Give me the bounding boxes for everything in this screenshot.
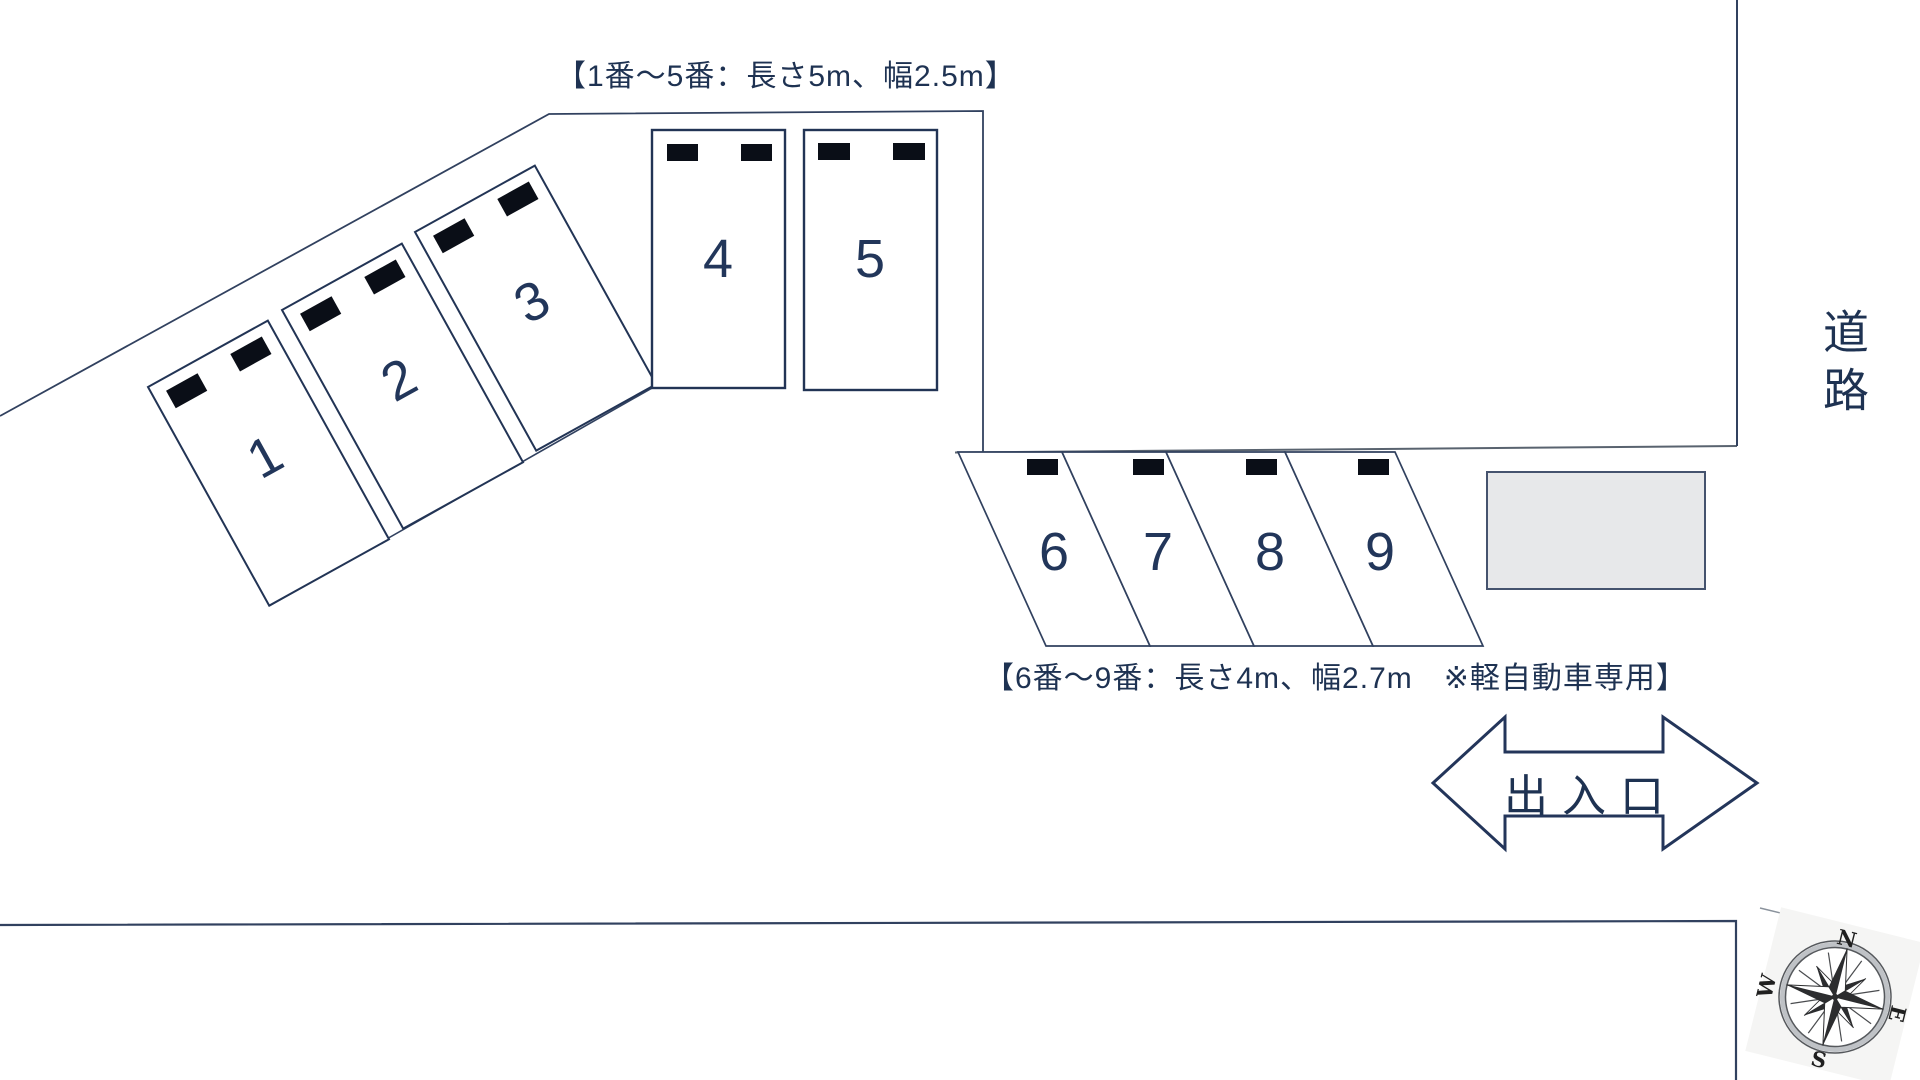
space-5-wheel-stop-left <box>818 143 850 160</box>
compass-ring-band <box>1780 942 1890 1052</box>
space-8-wheel-stop <box>1246 459 1277 475</box>
space-2 <box>280 242 525 531</box>
space-4-wheel-stop-right <box>741 144 772 161</box>
compass-cardinal-points <box>1786 948 1884 1046</box>
space-1-wheel-stop-right <box>230 336 272 372</box>
space-2-outline <box>280 242 525 531</box>
space-9-number: 9 <box>1364 522 1396 582</box>
space-9-wheel-stop <box>1358 459 1389 475</box>
note-spaces-6-9-dimensions: 【6番〜9番：長さ4m、幅2.7m ※軽自動車専用】 <box>984 662 1687 695</box>
building-block <box>1486 471 1706 590</box>
space-4 <box>650 128 787 390</box>
space-5 <box>802 128 939 392</box>
space-5-wheel-stop-right <box>893 143 925 160</box>
space-7-number: 7 <box>1142 522 1174 582</box>
space-2-wheel-stop-left <box>300 296 342 332</box>
lot-boundary-upper-left <box>0 110 984 452</box>
space-5-number: 5 <box>854 229 886 289</box>
space-9-outline <box>1283 451 1485 647</box>
entrance-arrow <box>1430 713 1760 853</box>
space-2-wheel-stop-right <box>364 259 406 295</box>
note-spaces-1-5-dimensions: 【1番〜5番：長さ5m、幅2.5m】 <box>556 60 1016 93</box>
space-3-wheel-stop-left <box>433 218 475 254</box>
space-3-outline <box>413 164 658 453</box>
space-8-number: 8 <box>1254 522 1286 582</box>
space-3 <box>413 164 658 453</box>
space-6-wheel-stop <box>1027 459 1058 475</box>
space-1-wheel-stop-left <box>166 373 208 409</box>
space-7-wheel-stop <box>1133 459 1164 475</box>
lot-boundary-bottom <box>0 919 1738 1080</box>
compass-rose <box>1745 907 1920 1080</box>
space-9 <box>1283 451 1485 647</box>
space-3-wheel-stop-right <box>497 181 539 217</box>
space-1 <box>146 319 391 608</box>
space-4-wheel-stop-left <box>667 144 698 161</box>
space-4-number: 4 <box>702 229 734 289</box>
space-5-outline <box>802 128 939 392</box>
road-label: 道路 <box>1817 308 1869 424</box>
space-6-number: 6 <box>1038 522 1070 582</box>
space-4-outline <box>650 128 787 390</box>
compass-center-dot <box>1831 993 1839 1001</box>
entrance-label: 出入口 <box>1504 772 1678 821</box>
space-1-outline <box>146 319 391 608</box>
